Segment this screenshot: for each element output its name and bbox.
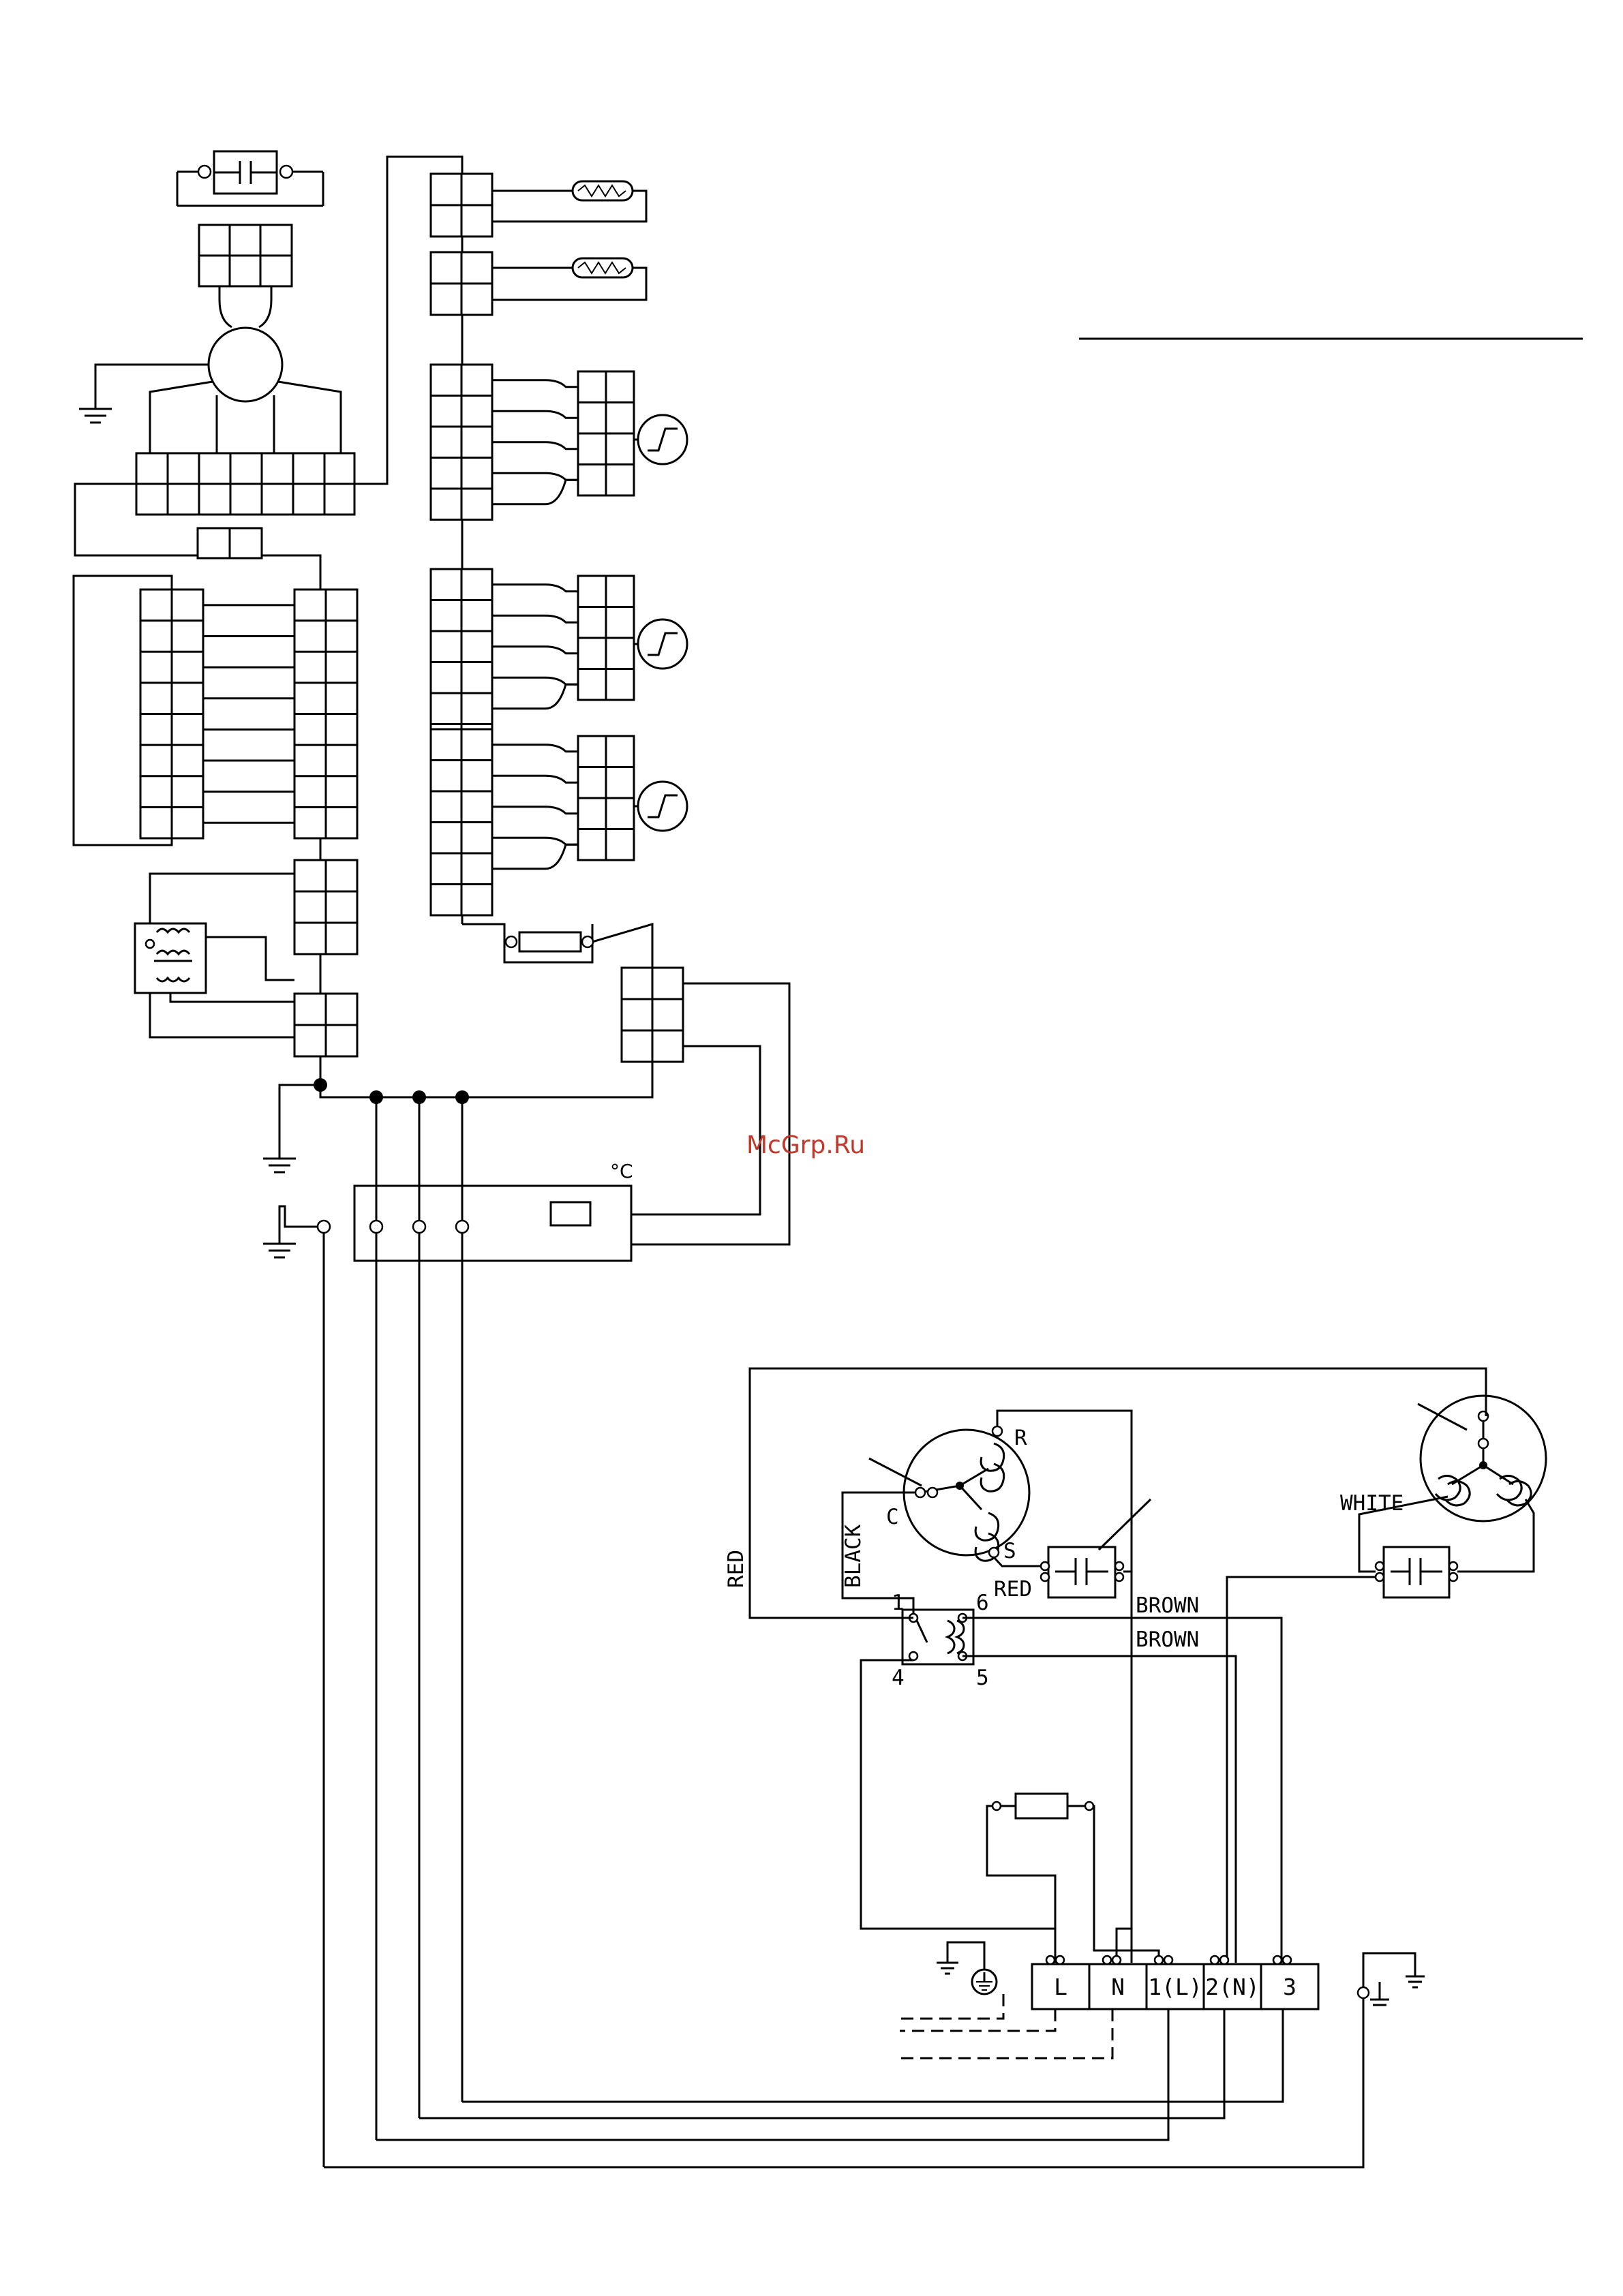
fan-cap-to-terminal <box>1227 1577 1376 1963</box>
outdoor-fuse <box>992 1794 1093 1818</box>
terminal-label: 1(L) <box>1148 1974 1202 2000</box>
watermark: McGrp.Ru <box>746 1131 865 1159</box>
label-red-left: RED <box>724 1550 748 1588</box>
terminal-label: N <box>1111 1974 1125 2000</box>
transformer-wire-4 <box>150 993 294 1037</box>
supply-line-earth <box>900 1994 1003 2019</box>
n-terminal-wire <box>1117 1929 1132 1956</box>
relay-pin-6: 6 <box>976 1591 989 1615</box>
supply-line-n <box>900 2009 1112 2058</box>
ground-symbol-2 <box>263 1244 296 1257</box>
transformer-wire-1 <box>150 874 294 923</box>
transformer <box>135 923 206 993</box>
fuse-wire <box>462 924 508 962</box>
thermistor-1 <box>492 181 646 221</box>
small-connector <box>198 528 262 558</box>
transformer-connector-top <box>294 860 357 954</box>
brown-wire-top <box>962 1618 1281 1963</box>
interconnect-1l <box>376 2009 1168 2140</box>
step-motor-wire <box>492 442 578 449</box>
terminal-label: L <box>1054 1974 1067 2000</box>
step-motor-wire <box>492 844 578 869</box>
step-motor-wire <box>492 776 578 782</box>
fuse <box>506 932 593 951</box>
label-brown-top: BROWN <box>1136 1593 1199 1618</box>
fan-motor <box>79 286 341 453</box>
step-motor-group <box>431 365 687 915</box>
relay-pin-5: 5 <box>976 1666 989 1690</box>
label-white: WHITE <box>1340 1491 1404 1516</box>
ground-wire-2 <box>279 1206 318 1244</box>
temp-unit-label: °C <box>610 1160 633 1182</box>
label-brown-bottom: BROWN <box>1136 1627 1199 1652</box>
fan-motor-connector <box>199 225 292 286</box>
ground-wire-1 <box>279 1085 320 1159</box>
interconnect-3 <box>462 2009 1283 2102</box>
step-motor-wire <box>492 615 578 622</box>
earth-ground-symbol <box>937 1942 997 1994</box>
step-motor-wire <box>492 745 578 752</box>
sensor-connector-1 <box>431 174 492 236</box>
compressor: C R S <box>869 1426 1029 1563</box>
compressor-pin-c: C <box>886 1505 899 1529</box>
common-bus <box>320 1062 652 1097</box>
fan-capacitor <box>177 151 323 206</box>
step-motor-wire <box>492 380 578 387</box>
label-black: BLACK <box>841 1524 866 1588</box>
transformer-wire-3 <box>170 993 294 1002</box>
room-sensor-box: °C <box>354 1160 633 1261</box>
compressor-capacitor <box>1041 1499 1151 1597</box>
relay-pin-1: 1 <box>892 1591 905 1615</box>
terminal-screws <box>1046 1956 1291 1964</box>
compressor-pin-r: R <box>1014 1426 1027 1450</box>
compressor-relay: 1 4 5 6 <box>892 1591 989 1690</box>
relay-pin-4: 4 <box>892 1666 905 1690</box>
terminal-label: 3 <box>1283 1974 1296 2000</box>
label-red-cap: RED <box>994 1577 1032 1602</box>
thermistor-2 <box>492 258 646 300</box>
step-motor-wire <box>492 647 578 654</box>
fuse-right-wire <box>1093 1806 1159 1963</box>
compressor-pin-s: S <box>1003 1539 1016 1563</box>
sensor-connector-2 <box>431 252 492 315</box>
interconnect-ground <box>324 1998 1363 2167</box>
motor-connector-row <box>136 453 354 515</box>
power-connector <box>622 968 683 1062</box>
terminal-label: 2(N) <box>1205 1974 1259 2000</box>
fan-run-capacitor <box>1376 1547 1457 1597</box>
transformer-connector-bottom <box>294 994 357 1056</box>
step-motor-wire <box>492 684 578 709</box>
right-ground-symbol <box>1358 1953 1425 2005</box>
terminal-block: L N 1(L)2(N) 3 <box>1032 1964 1318 2009</box>
step-motor-wire <box>492 411 578 418</box>
step-motor-wire <box>492 585 578 592</box>
step-motor-wire <box>492 480 578 504</box>
supply-line-l <box>900 2009 1055 2031</box>
compressor-s-wire <box>994 1557 1041 1566</box>
brown-wire-bottom <box>962 1656 1236 1963</box>
step-motor-wire <box>492 807 578 814</box>
fuse-left-wire <box>987 1806 1055 1929</box>
ground-symbol-1 <box>263 1159 296 1172</box>
transformer-wire-2 <box>206 937 294 980</box>
